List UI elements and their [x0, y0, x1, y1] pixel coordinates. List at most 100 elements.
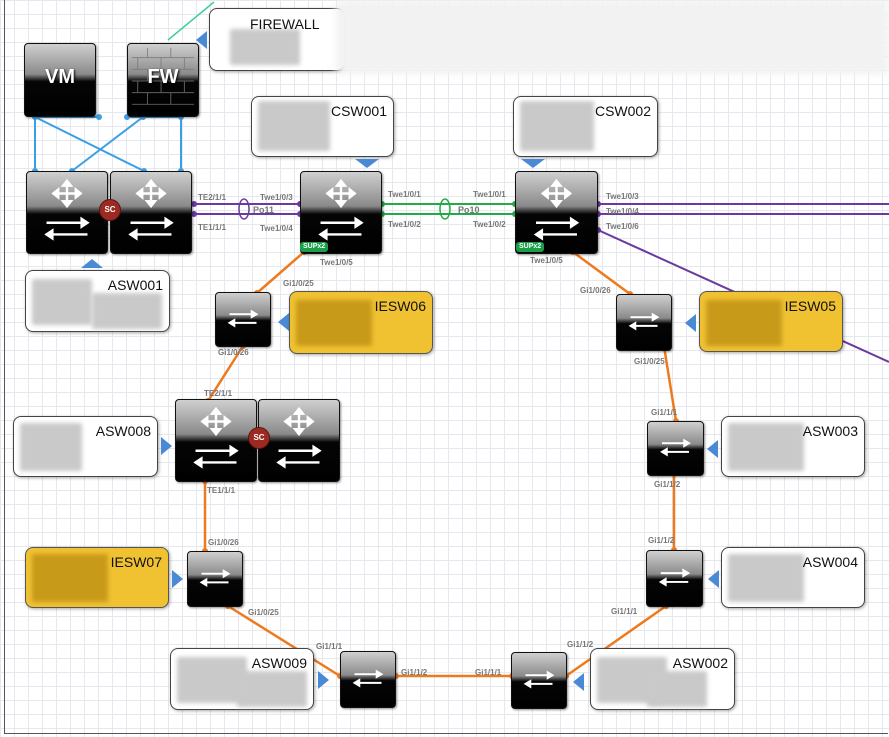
asw001-pointer-icon: [81, 259, 103, 268]
asw008-unit-2[interactable]: [258, 399, 340, 482]
asw009-pointer-icon: [318, 671, 329, 689]
fw-label: FW: [147, 66, 179, 88]
port-label: Gi1/0/25: [634, 357, 665, 366]
port-label: Twe1/0/3: [260, 193, 293, 202]
port-label: Twe1/0/3: [606, 192, 639, 201]
csw002-label: CSW002: [594, 103, 651, 119]
switch-icon: [628, 312, 660, 331]
asw001-unit-1[interactable]: [26, 171, 108, 254]
port-label: Twe1/0/5: [320, 258, 353, 267]
iesw07-device[interactable]: [187, 551, 243, 607]
po10-links: [382, 203, 515, 215]
layer3-switch-icon: [44, 178, 90, 241]
po11-label: Po11: [253, 205, 275, 215]
csw001-device[interactable]: [300, 171, 382, 254]
csw001-callout[interactable]: CSW001: [251, 96, 394, 157]
switch-icon: [523, 670, 555, 689]
port-label: Gi1/0/25: [283, 279, 314, 288]
csw001-label: CSW001: [330, 103, 387, 119]
port-label: Twe1/0/2: [473, 220, 506, 229]
asw008-unit-1[interactable]: [175, 399, 257, 482]
csw002-sup-badge: SUPx2: [516, 242, 545, 252]
port-label: TE2/1/1: [204, 389, 233, 398]
csw001-pointer-icon: [355, 159, 379, 168]
vm-device[interactable]: VM: [24, 43, 96, 117]
asw001-callout[interactable]: ASW001: [25, 270, 170, 332]
asw003-callout[interactable]: ASW003: [721, 416, 865, 477]
asw004-label: ASW004: [802, 554, 858, 570]
switch-icon: [660, 438, 691, 457]
port-label: Gi1/1/2: [567, 640, 594, 649]
port-label: Gi1/1/1: [475, 668, 502, 677]
firewall-link: [167, 1, 215, 41]
asw004-pointer-icon: [708, 570, 719, 588]
port-label: Twe1/0/6: [606, 222, 639, 231]
layer3-switch-icon: [128, 178, 174, 241]
iesw07-callout[interactable]: IESW07: [25, 547, 169, 608]
switch-icon: [352, 669, 384, 688]
iesw06-device[interactable]: [215, 292, 271, 347]
iesw07-label: IESW07: [110, 554, 162, 570]
po11-links: [194, 203, 300, 215]
csw001-sup-badge: SUPx2: [300, 242, 329, 252]
asw004-callout[interactable]: ASW004: [721, 547, 865, 608]
asw002-pointer-icon: [573, 673, 584, 691]
access-uplinks: [34, 116, 182, 172]
port-label: Twe1/0/4: [260, 224, 293, 233]
switch-icon: [658, 568, 691, 587]
port-label: Gi1/1/1: [651, 408, 678, 417]
port-label: TE1/1/1: [207, 486, 236, 495]
switch-icon: [199, 569, 231, 587]
port-label: TE2/1/1: [198, 193, 227, 202]
firewall-callout[interactable]: FIREWALL: [209, 8, 345, 71]
csw002-device[interactable]: [515, 171, 598, 254]
switch-icon: [227, 309, 259, 328]
csw002-callout[interactable]: CSW002: [513, 96, 658, 157]
po11-ring: [238, 198, 250, 220]
layer3-switch-icon: [318, 178, 364, 241]
port-label: Gi1/1/1: [316, 642, 343, 651]
vm-label: VM: [45, 66, 75, 88]
asw009-device[interactable]: [340, 651, 396, 708]
iesw06-pointer-icon: [278, 313, 289, 331]
po10-label: Po10: [458, 205, 480, 215]
layer3-switch-icon: [276, 406, 322, 469]
port-label: Gi1/1/2: [401, 668, 428, 677]
asw003-device[interactable]: [647, 421, 704, 476]
port-label: Twe1/0/1: [473, 190, 506, 199]
port-label: Gi1/0/25: [248, 608, 279, 617]
fw-device[interactable]: FW: [127, 43, 199, 117]
port-label: Twe1/0/4: [606, 207, 639, 216]
asw003-pointer-icon: [707, 440, 718, 458]
port-label: Gi1/0/26: [580, 286, 611, 295]
asw008-callout[interactable]: ASW008: [13, 416, 158, 477]
iesw05-pointer-icon: [685, 314, 696, 332]
port-label: Twe1/0/5: [530, 256, 563, 265]
port-label: Gi1/0/26: [208, 538, 239, 547]
access-ring: [203, 250, 678, 678]
port-label: Twe1/0/1: [388, 190, 421, 199]
asw001-unit-2[interactable]: [110, 171, 192, 254]
stack-connector-badge: SC: [248, 427, 270, 449]
iesw06-callout[interactable]: IESW06: [289, 291, 433, 354]
asw001-label: ASW001: [107, 277, 163, 293]
port-label: Gi1/1/2: [648, 536, 675, 545]
csw002-pointer-icon: [521, 159, 545, 168]
brick-wall-icon: [131, 47, 195, 105]
iesw05-device[interactable]: [616, 294, 672, 351]
iesw05-callout[interactable]: IESW05: [699, 291, 843, 352]
asw009-callout[interactable]: ASW009: [170, 648, 314, 710]
iesw06-label: IESW06: [374, 298, 426, 314]
asw008-label: ASW008: [95, 423, 151, 439]
asw002-callout[interactable]: ASW002: [590, 648, 735, 710]
port-label: Gi1/0/26: [218, 348, 249, 357]
po10-ring: [439, 198, 451, 220]
asw002-device[interactable]: [511, 652, 567, 709]
firewall-label: FIREWALL: [250, 16, 320, 32]
asw004-device[interactable]: [646, 550, 703, 607]
iesw07-pointer-icon: [172, 570, 183, 588]
port-label: Gi1/1/1: [611, 607, 638, 616]
port-label: TE1/1/1: [198, 223, 227, 232]
